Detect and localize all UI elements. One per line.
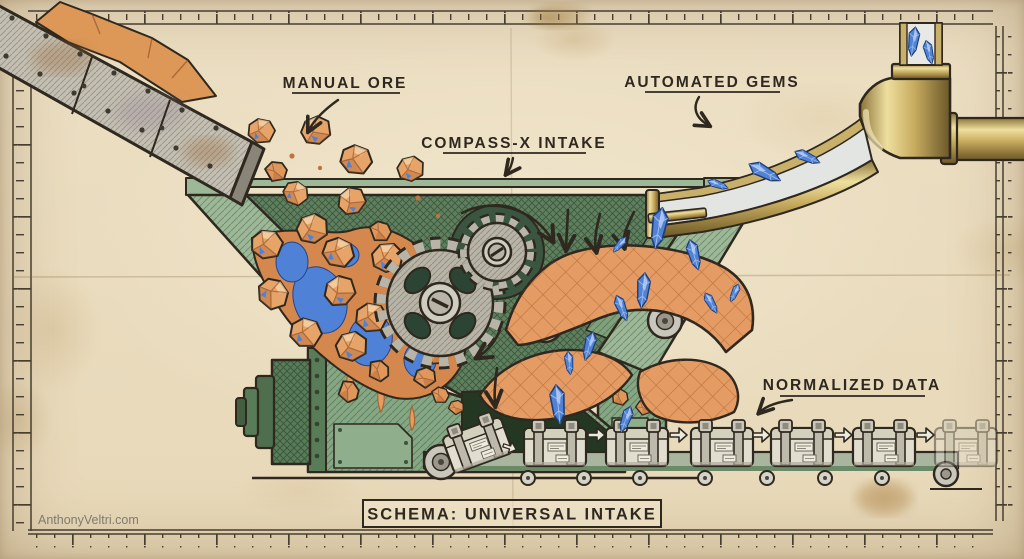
label-automated-gems: AUTOMATED GEMS: [624, 74, 800, 125]
label-normalized-data: NORMALIZED DATA: [760, 377, 941, 412]
motor: [235, 358, 312, 466]
chute-rivets: [3, 15, 219, 169]
label-manual-ore-text: MANUAL ORE: [283, 75, 408, 92]
ore-chute: [0, 1, 266, 207]
watermark: AnthonyVeltri.com: [38, 513, 139, 527]
crusher-gears: [373, 204, 545, 370]
glass-tube: [899, 22, 943, 66]
gear-small: [457, 212, 537, 292]
crate: [769, 418, 835, 468]
label-automated-gems-text: AUTOMATED GEMS: [624, 74, 800, 91]
label-compass-x-intake: COMPASS-X INTAKE: [421, 135, 607, 173]
ruler-right: [995, 26, 1013, 521]
gem-pipe: [645, 22, 1024, 239]
brass-elbow: [858, 76, 952, 160]
title-plate-text: SCHEMA: UNIVERSAL INTAKE: [367, 506, 656, 524]
falling-ore: [244, 112, 441, 244]
quilted-conveyor: [478, 244, 755, 424]
ruler-left: [12, 26, 32, 531]
gear-large: [373, 236, 507, 370]
access-panel: [333, 423, 413, 469]
end-pulley: [930, 460, 982, 490]
label-compass-x-intake-text: COMPASS-X INTAKE: [421, 135, 607, 152]
crate-faded: [933, 418, 999, 468]
quilt-upper-band: [504, 244, 755, 354]
ruler-top: [28, 10, 993, 25]
title-plate: SCHEMA: UNIVERSAL INTAKE: [362, 499, 662, 528]
crate: [851, 418, 917, 468]
annotation-labels: MANUAL ORE COMPASS-X INTAKE AUTOMATED GE…: [283, 74, 941, 412]
ruler-bottom: [28, 529, 993, 548]
crate: [689, 418, 755, 468]
label-normalized-data-text: NORMALIZED DATA: [763, 377, 941, 394]
blueprint-rulers: [12, 10, 1013, 548]
label-manual-ore: MANUAL ORE: [283, 75, 408, 130]
